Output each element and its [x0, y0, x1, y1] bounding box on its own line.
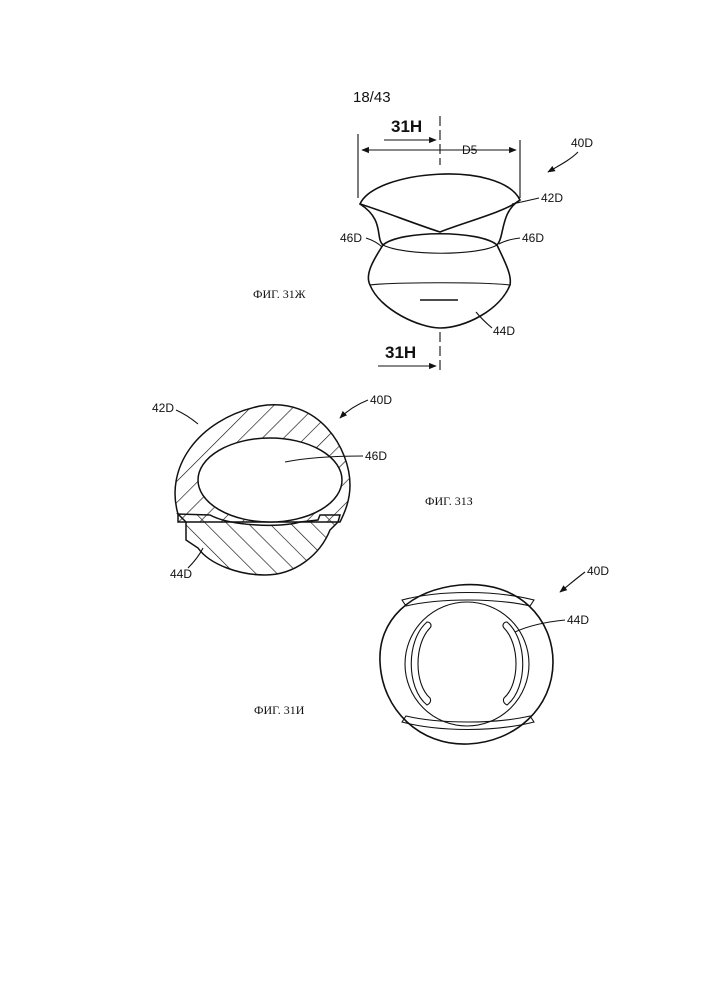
caption-fig-31z: ФИГ. 31З	[425, 494, 473, 508]
caption-fig-31i: ФИГ. 31И	[254, 703, 305, 717]
end-view-outer	[380, 585, 553, 745]
label-44d: 44D	[170, 567, 192, 581]
label-44d: 44D	[493, 324, 515, 338]
section-marker-bottom: 31H	[385, 343, 416, 362]
label-46d-left: 46D	[340, 231, 362, 245]
label-46d: 46D	[365, 449, 387, 463]
slot-left	[411, 622, 431, 705]
slot-bottom	[402, 716, 534, 730]
figure-31i: 40D 44D ФИГ. 31И	[254, 564, 609, 744]
section-opening	[198, 438, 342, 522]
top-part-shape	[360, 174, 520, 232]
caption-fig-31zh: ФИГ. 31Ж	[253, 287, 306, 301]
label-40d: 40D	[370, 393, 392, 407]
page-number: 18/43	[353, 89, 391, 106]
bottom-part-shape	[368, 245, 510, 328]
end-view-inner-ring	[405, 602, 529, 726]
dimension-label-d5: D5	[462, 143, 478, 157]
label-46d-right: 46D	[522, 231, 544, 245]
figure-31zh: D5 31H 40D 42D 46D 46D 44D 31H ФИГ. 31Ж	[253, 116, 593, 372]
label-42d: 42D	[541, 191, 563, 205]
label-40d: 40D	[571, 136, 593, 150]
label-40d: 40D	[587, 564, 609, 578]
figure-31z: 42D 40D 46D 44D ФИГ. 31З	[152, 393, 473, 581]
section-bottom-hatched	[178, 514, 340, 575]
label-44d: 44D	[567, 613, 589, 627]
section-marker-top: 31H	[391, 117, 422, 136]
label-42d: 42D	[152, 401, 174, 415]
slot-right	[503, 622, 523, 705]
neck-band-shape	[360, 200, 520, 245]
